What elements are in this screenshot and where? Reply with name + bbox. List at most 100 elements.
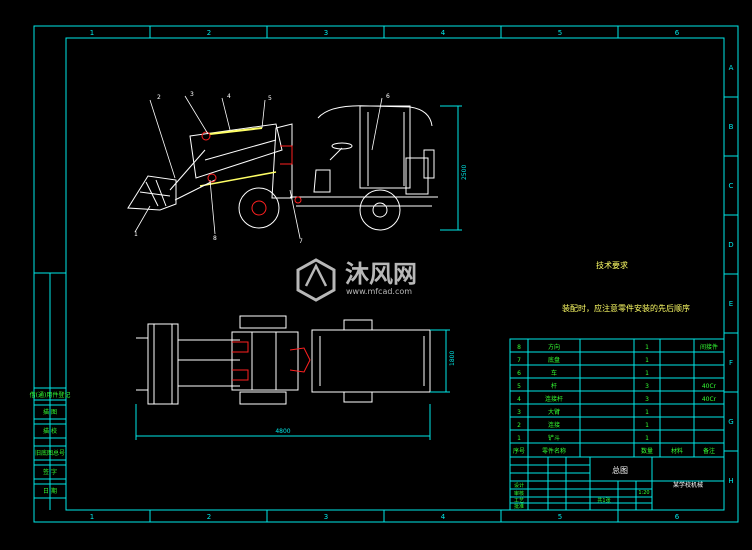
side-view-labels: 2 3 4 5 6 1 8 7	[134, 91, 390, 245]
bom-cell-no: 8	[517, 344, 521, 351]
left-strip: 借(通)用件登记 描 图 描 校 旧底图总号 签 字 日 期	[30, 387, 71, 499]
watermark-logo-icon	[296, 258, 336, 302]
bom-cell-no: 5	[517, 383, 521, 390]
zone-bottom-2: 2	[207, 513, 211, 521]
watermark-url: www.mfcad.com	[346, 287, 412, 296]
bom-cell-name: 方向	[548, 343, 560, 351]
zone-top-3: 3	[324, 29, 328, 37]
zone-right-f: F	[729, 359, 733, 367]
rear-hub	[372, 202, 388, 218]
left-strip-label-2: 描 图	[43, 408, 57, 416]
exhaust	[423, 149, 435, 179]
leader-label-5: 5	[268, 95, 272, 102]
rear-wheel	[359, 189, 401, 231]
bom-cell-note: 40Cr	[702, 383, 717, 390]
link-rod-2	[174, 179, 216, 201]
zone-bottom-3: 3	[324, 513, 328, 521]
title-row-label-1: 设计	[514, 482, 524, 489]
zone-bottom-6: 6	[675, 513, 680, 521]
tech-req-text: 装配时，应注意零件安装的先后顺序	[562, 303, 690, 313]
seat	[313, 169, 331, 193]
rear-body-top	[311, 329, 431, 393]
leader-label-3: 3	[190, 91, 194, 98]
red-joint-2	[232, 369, 249, 381]
zone-top-1: 1	[90, 29, 94, 37]
bom-cell-no: 7	[517, 357, 521, 364]
leader-label-7: 7	[299, 238, 303, 245]
bom-cell-no: 6	[517, 370, 521, 377]
watermark: 沐风网 www.mfcad.com	[296, 258, 417, 302]
leader-label-1: 1	[134, 231, 138, 238]
zone-top-6: 6	[675, 29, 680, 37]
bom-cell-qty: 1	[645, 409, 649, 416]
drawing-name: 总图	[612, 465, 628, 475]
bom-cell-qty: 1	[645, 344, 649, 351]
upper-cylinder	[209, 127, 263, 135]
bom-cell-qty: 3	[645, 383, 649, 390]
bom-header-note: 备注	[703, 447, 715, 455]
left-strip-label-6: 日 期	[43, 487, 57, 495]
zone-top-4: 4	[441, 29, 446, 37]
leader-lines	[134, 95, 383, 239]
front-frame-top	[231, 331, 299, 391]
zone-right-c: C	[729, 182, 734, 190]
zone-bottom-5: 5	[558, 513, 562, 521]
bom-header-no: 序号	[513, 447, 525, 455]
red-joint-1	[232, 341, 249, 353]
bom-cell-name: 大臂	[548, 408, 560, 416]
bom-cell-no: 1	[517, 435, 521, 442]
bom-cell-name: 连接杆	[545, 395, 563, 403]
bom-cell-name: 杆	[551, 382, 557, 390]
zone-right-e: E	[729, 300, 733, 308]
front-hub	[251, 200, 267, 216]
bom-cell-qty: 1	[645, 357, 649, 364]
zone-top-5: 5	[558, 29, 562, 37]
title-row-label-3: 工艺	[514, 498, 524, 504]
hinge-2	[207, 173, 217, 183]
boom-arm	[189, 123, 283, 179]
zone-right-b: B	[729, 123, 734, 131]
front-wheel-top-l	[239, 315, 287, 329]
zone-labels: 1 2 3 4 5 6 1 2 3 4 5 6 A B C D E F G H	[90, 29, 734, 521]
front-wheel	[238, 187, 280, 229]
width-dim-text: 1800	[449, 351, 456, 366]
zone-right-d: D	[728, 241, 733, 249]
left-strip-label-5: 签 字	[43, 468, 57, 476]
cab-roof	[317, 105, 433, 127]
bom-cell-name: 连接	[548, 421, 560, 429]
bom-header-name: 零件名称	[542, 447, 566, 455]
hinge-3	[294, 196, 302, 204]
left-strip-label-1: 借(通)用件登记	[30, 391, 71, 399]
bucket	[127, 175, 177, 211]
bom-cell-qty: 1	[645, 435, 649, 442]
bom-cell-name: 铲斗	[548, 434, 560, 442]
red-joint-3	[289, 347, 311, 373]
bom-cell-qty: 1	[645, 422, 649, 429]
lower-cylinder	[199, 171, 277, 187]
left-strip-label-4: 旧底图总号	[35, 449, 65, 457]
steering-column	[329, 147, 343, 161]
steering-wheel	[331, 142, 353, 150]
pivot-bracket	[280, 145, 293, 165]
zone-right-h: H	[728, 477, 733, 485]
tech-req-title: 技术要求	[596, 260, 628, 270]
bom-cell-qty: 3	[645, 396, 649, 403]
bom-cell-qty: 1	[645, 370, 649, 377]
company-name: 某学校机械	[673, 481, 703, 489]
zone-top-2: 2	[207, 29, 211, 37]
leader-label-6: 6	[386, 93, 390, 100]
bom-cell-no: 3	[517, 409, 521, 416]
leader-label-4: 4	[227, 93, 231, 100]
bom-cell-no: 4	[517, 396, 521, 403]
zone-right-g: G	[728, 418, 733, 426]
watermark-brand: 沐风网	[345, 260, 417, 288]
bom-cell-note: 间接件	[700, 343, 718, 351]
zone-bottom-1: 1	[90, 513, 94, 521]
sheet-count: 共1张	[597, 497, 610, 504]
leader-label-2: 2	[157, 94, 161, 101]
link-rod	[169, 149, 206, 191]
leader-label-8: 8	[213, 235, 217, 242]
title-row-label-4: 批准	[514, 503, 524, 510]
bom-cell-note: 40Cr	[702, 396, 717, 403]
